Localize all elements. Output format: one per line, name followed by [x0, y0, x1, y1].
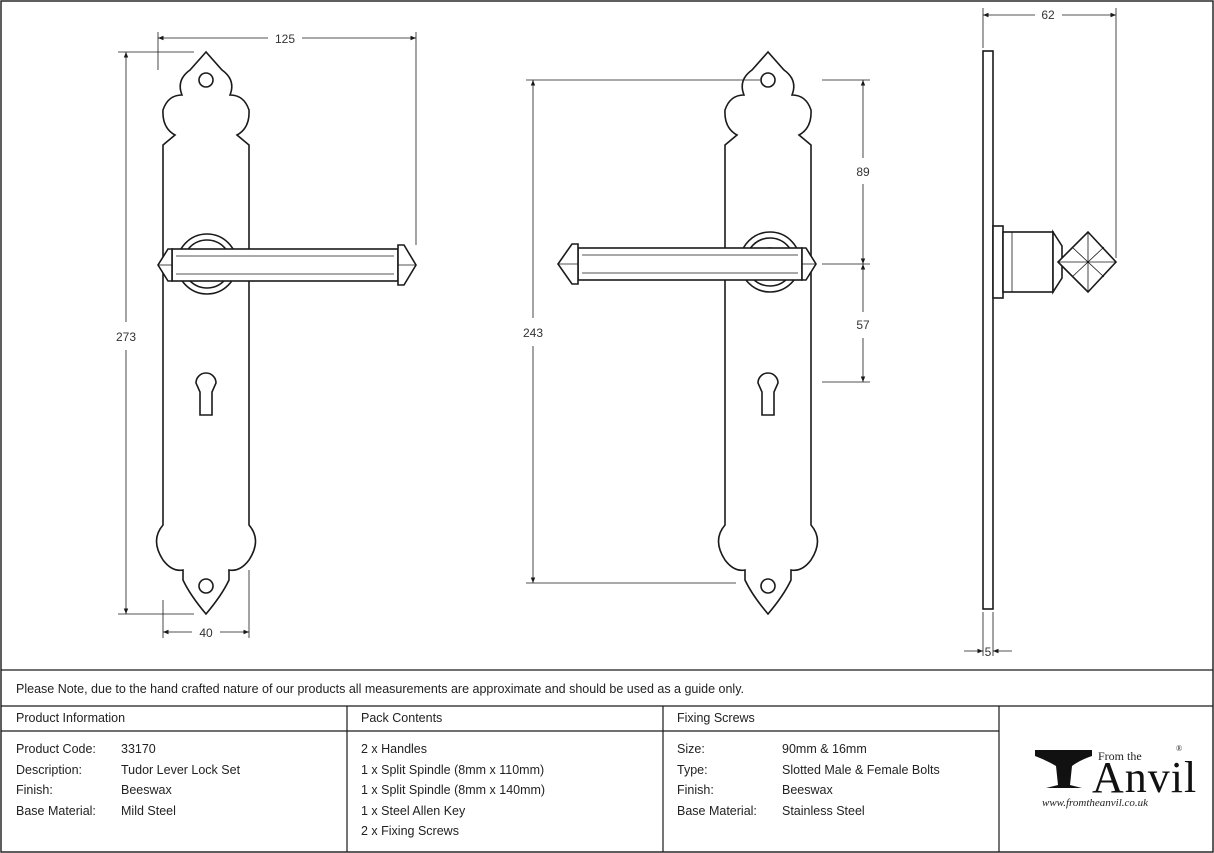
- dim-front-height: [118, 51, 194, 615]
- measurement-note: Please Note, due to the hand crafted nat…: [16, 682, 745, 696]
- dim-side-thickness: [964, 612, 1012, 656]
- middle-view-lever: [557, 231, 817, 293]
- list-item: 1 x Split Spindle (8mm x 140mm): [361, 783, 546, 797]
- logo-from-the: From the: [1098, 749, 1142, 763]
- base-material-label: Base Material:: [16, 804, 96, 818]
- list-item: 1 x Steel Allen Key: [361, 804, 466, 818]
- dim-front-width: [157, 32, 417, 245]
- dim-front-base-width: [162, 570, 250, 638]
- side-view: [982, 50, 1118, 610]
- info-table-grid: [1, 669, 1213, 852]
- dim-inner-height: [526, 79, 760, 584]
- front-view-lever: [157, 233, 417, 295]
- screw-size-label: Size:: [677, 742, 705, 756]
- screw-size-value: 90mm & 16mm: [782, 742, 867, 756]
- screw-type-label: Type:: [677, 763, 708, 777]
- dim-label-front-width: 125: [275, 32, 295, 46]
- dim-label-inner-height: 243: [523, 326, 543, 340]
- list-item: 1 x Split Spindle (8mm x 110mm): [361, 763, 545, 777]
- anvil-logo-mark: [1035, 750, 1092, 788]
- description-label: Description:: [16, 763, 82, 777]
- dim-upper-to-lever: [822, 79, 870, 383]
- finish-label: Finish:: [16, 783, 53, 797]
- dim-side-projection: [982, 8, 1117, 258]
- description-value: Tudor Lever Lock Set: [121, 763, 241, 777]
- base-material-value: Mild Steel: [121, 804, 176, 818]
- dim-label-upper-to-lever: 89: [856, 165, 870, 179]
- list-item: 2 x Fixing Screws: [361, 824, 459, 838]
- product-code-value: 33170: [121, 742, 156, 756]
- fixing-screws-heading: Fixing Screws: [677, 711, 755, 725]
- logo-brand-name: Anvil: [1092, 753, 1198, 802]
- dim-label-lever-to-key: 57: [856, 318, 870, 332]
- logo-url: www.fromtheanvil.co.uk: [1042, 797, 1149, 809]
- finish-value: Beeswax: [121, 783, 172, 797]
- screw-finish-label: Finish:: [677, 783, 714, 797]
- front-view-backplate: [155, 50, 257, 616]
- logo-registered-mark: ®: [1176, 744, 1183, 753]
- middle-view-backplate: [717, 50, 819, 616]
- dim-label-side-projection: 62: [1041, 8, 1055, 22]
- product-info-heading: Product Information: [16, 711, 126, 725]
- dim-label-front-base-width: 40: [199, 626, 213, 640]
- product-code-label: Product Code:: [16, 742, 96, 756]
- screw-material-label: Base Material:: [677, 804, 757, 818]
- dim-label-side-thickness: 5: [985, 645, 992, 659]
- list-item: 2 x Handles: [361, 742, 428, 756]
- screw-material-value: Stainless Steel: [782, 804, 865, 818]
- pack-contents-heading: Pack Contents: [361, 711, 443, 725]
- screw-type-value: Slotted Male & Female Bolts: [782, 763, 940, 777]
- dim-label-front-height: 273: [116, 330, 136, 344]
- screw-finish-value: Beeswax: [782, 783, 833, 797]
